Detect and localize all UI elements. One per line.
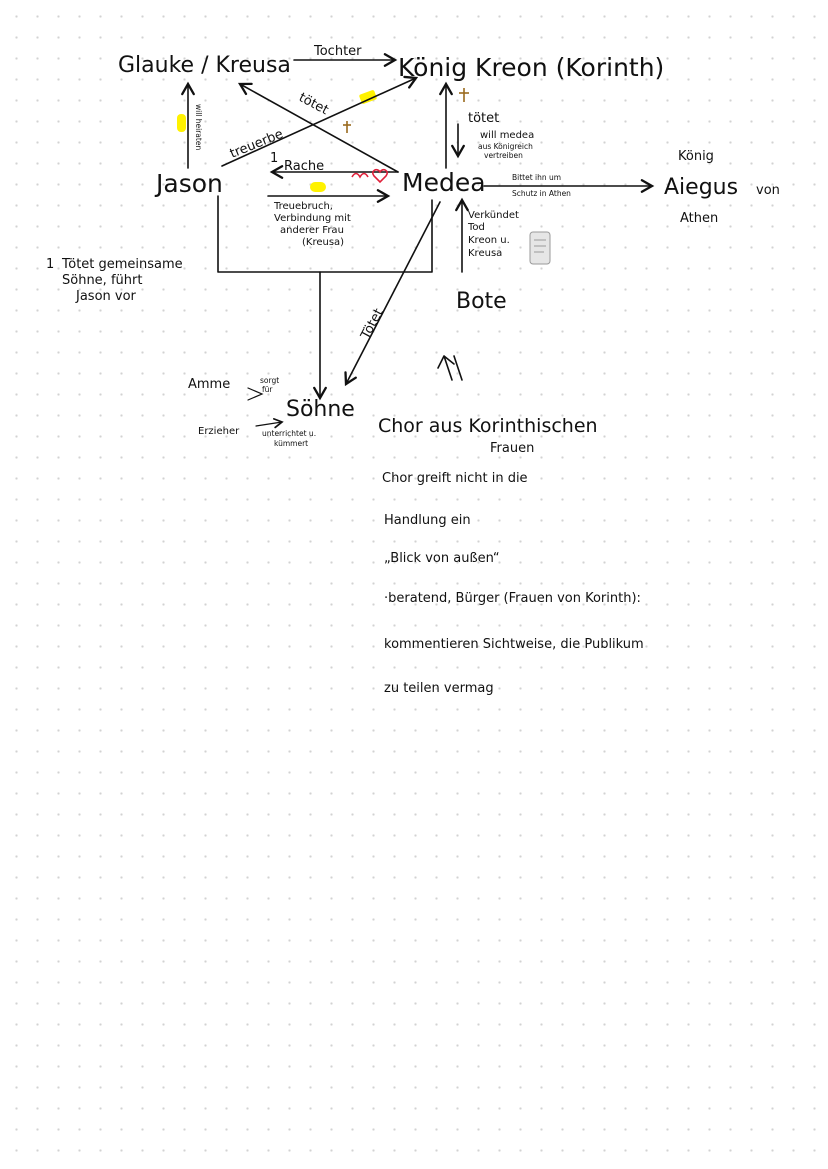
node-amme: Amme [188,377,230,392]
label-verkuendet-3: Kreon u. [468,235,510,246]
label-verkuendet-1: Verkündet [468,210,519,221]
node-glauke: Glauke / Kreusa [118,53,291,78]
highlight-crown [359,90,377,104]
label-amme-1: sorgt [260,376,279,385]
bracket-eltern [217,195,433,273]
chor-line-3: „Blick von außen“ [384,551,500,566]
arrow-jason-kreon [221,75,419,167]
label-bittet-1: Bittet ihn um [512,173,561,182]
chor-line-2: Handlung ein [384,513,471,528]
cross-icon [459,88,469,102]
label-toetet-soehne: Tötet [358,306,387,343]
label-erzieher-2: kümmert [274,439,308,448]
label-verkuendet-4: Kreusa [468,248,502,259]
label-toetet-kreon: tötet [468,111,499,126]
side-note-line-1: Tötet gemeinsame [61,257,183,272]
label-treuebruch: Treuebruch, [273,201,333,212]
scroll-icon [529,231,551,265]
node-medea: Medea [402,168,486,197]
label-bittet-2: Schutz in Athen [512,189,571,198]
node-soehne: Söhne [286,397,355,422]
arrow-medea-toetet-soehne [344,201,441,387]
label-anderer-frau: anderer Frau [280,225,344,236]
heart-icon [372,168,388,184]
chor-line-1: Chor greift nicht in die [382,471,528,486]
arrow-amme [247,387,264,401]
node-aiegus: Aiegus [664,175,738,200]
label-toetet-glauke: tötet [296,90,331,118]
node-aiegus-von: von [756,183,780,198]
arrow-erzieher [255,418,284,429]
highlight-ring-2 [310,182,326,192]
node-koenig-kreon: König Kreon (Korinth) [398,53,664,82]
chor-title-1: Chor aus Korinthischen [378,415,598,437]
node-aiegus-athen: Athen [680,211,718,226]
label-verbindung: Verbindung mit [274,213,351,224]
chor-pointer-arrow [437,355,455,381]
label-tochter: Tochter [313,44,362,59]
side-note-line-2: Söhne, führt [62,273,142,288]
label-will-heiraten: will heiraten [194,104,203,150]
node-bote: Bote [456,289,507,314]
chor-pointer-arrow-2 [453,355,463,381]
arrow-medea-toetet-glauke [237,82,399,173]
label-aus-koenigreich: aus Königreich [478,142,533,151]
label-rache: Rache [284,159,324,174]
chor-line-6: zu teilen vermag [384,681,494,696]
chor-title-2: Frauen [490,441,534,456]
node-erzieher: Erzieher [198,426,240,437]
heart-break-icon [351,172,369,179]
side-note-num: 1 [46,257,54,272]
side-note-line-3: Jason vor [75,289,137,304]
label-will-medea: will medea [480,130,534,141]
node-aiegus-title: König [678,149,714,164]
highlight-ring [177,114,186,132]
node-jason: Jason [154,169,223,198]
label-kreusa-paren: (Kreusa) [302,237,344,248]
cross-icon [343,121,351,133]
chor-line-4: ·beratend, Bürger (Frauen von Korinth): [384,591,641,606]
label-vertreiben: vertreiben [484,151,523,160]
label-rache-num: 1 [270,151,278,166]
label-erzieher-1: unterrichtet u. [262,429,316,438]
label-verkuendet-2: Tod [467,222,485,233]
label-amme-2: für [262,385,273,394]
chor-line-5: kommentieren Sichtweise, die Publikum [384,637,644,652]
